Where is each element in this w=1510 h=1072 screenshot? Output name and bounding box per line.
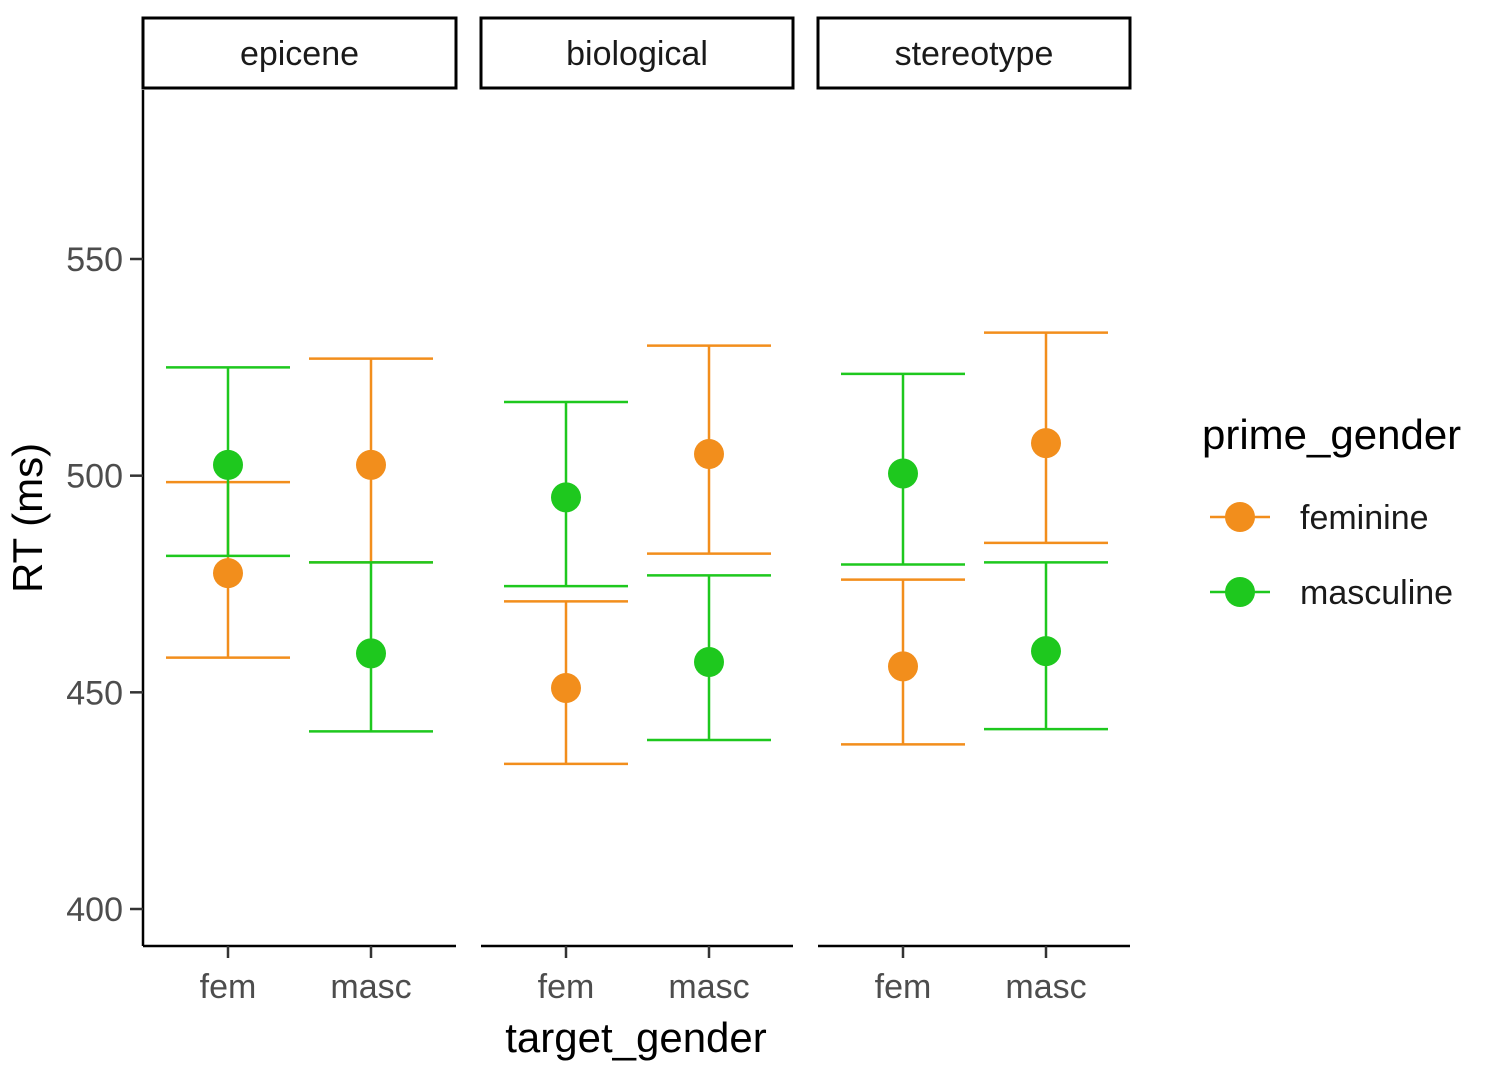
x-tick-label: masc bbox=[668, 968, 749, 1006]
data-point-masculine bbox=[213, 449, 243, 480]
legend-label: masculine bbox=[1300, 574, 1453, 612]
legend: prime_gender feminine masculine bbox=[1202, 411, 1461, 612]
y-tick-label: 500 bbox=[66, 458, 123, 496]
data-point-feminine bbox=[888, 651, 918, 682]
facet-strip-label: stereotype bbox=[895, 35, 1054, 73]
data-point-feminine bbox=[213, 558, 243, 589]
data-point-masculine bbox=[1031, 636, 1061, 667]
data-point-feminine bbox=[551, 673, 581, 703]
legend-label: feminine bbox=[1300, 499, 1429, 537]
data-point-masculine bbox=[551, 482, 581, 513]
legend-title: prime_gender bbox=[1202, 411, 1461, 458]
data-point-feminine bbox=[694, 439, 724, 469]
x-tick-label: fem bbox=[538, 968, 595, 1006]
legend-entry-masculine: masculine bbox=[1210, 574, 1453, 612]
facet-panel-biological: biological fem masc bbox=[479, 16, 795, 1006]
facet-strip-label: biological bbox=[566, 35, 708, 73]
data-point-masculine bbox=[888, 458, 918, 489]
y-tick-label: 550 bbox=[66, 241, 123, 279]
x-tick-label: masc bbox=[1005, 968, 1086, 1006]
x-tick-label: masc bbox=[330, 968, 411, 1006]
legend-key-point bbox=[1225, 502, 1255, 532]
data-point-masculine bbox=[356, 638, 386, 669]
data-point-masculine bbox=[694, 647, 724, 677]
y-tick-label: 450 bbox=[66, 674, 123, 712]
facet-panel-stereotype: stereotype fem masc bbox=[816, 16, 1132, 1006]
legend-entry-feminine: feminine bbox=[1210, 499, 1429, 537]
y-axis-title: RT (ms) bbox=[4, 443, 51, 593]
y-tick-label: 400 bbox=[66, 891, 123, 929]
data-point-feminine bbox=[356, 449, 386, 480]
facet-strip bbox=[816, 16, 1132, 90]
legend-key-point bbox=[1225, 577, 1255, 607]
facet-strip bbox=[141, 16, 458, 90]
x-tick-label: fem bbox=[875, 968, 932, 1006]
facet-strip bbox=[479, 16, 795, 90]
facet-panel-epicene: epicene fem masc bbox=[141, 16, 458, 1006]
x-axis-title: target_gender bbox=[505, 1014, 767, 1061]
data-point-feminine bbox=[1031, 428, 1061, 459]
facet-strip-label: epicene bbox=[240, 35, 359, 73]
y-axis: 400 450 500 550 bbox=[66, 90, 145, 946]
x-tick-label: fem bbox=[200, 968, 257, 1006]
